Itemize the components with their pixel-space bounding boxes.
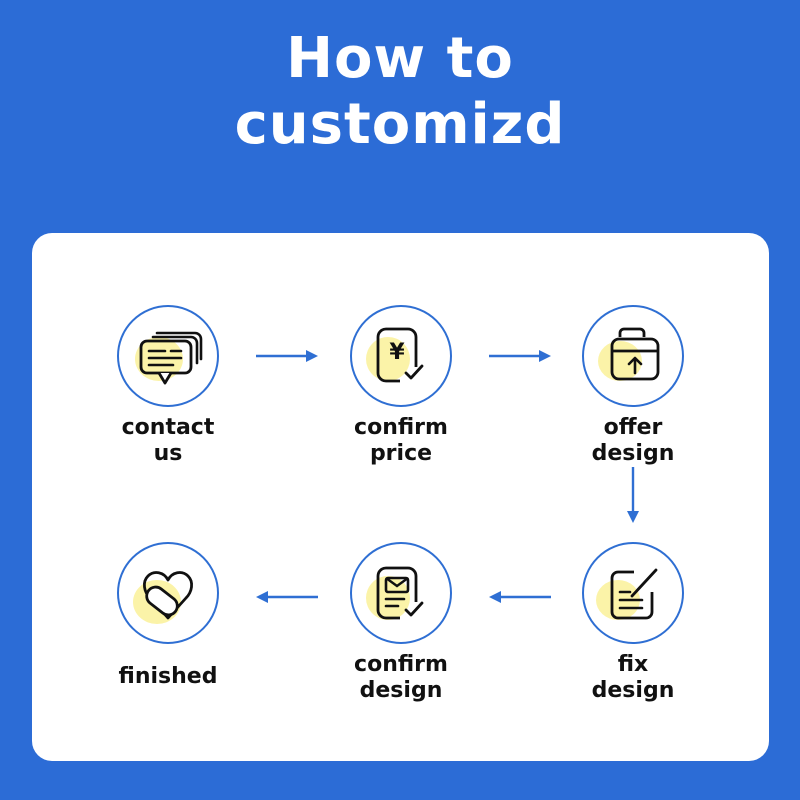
arrow-left-icon <box>489 591 551 603</box>
title-line-1: How to <box>286 26 514 91</box>
process-card: contact us ¥ confirm price <box>32 233 769 761</box>
title-line-2: customizd <box>234 92 566 157</box>
arrow-right-icon <box>489 350 551 362</box>
step-circle <box>117 305 219 407</box>
step-contact-us: contact us <box>78 305 258 467</box>
price-receipt-icon: ¥ <box>366 327 424 383</box>
step-label: finished <box>118 664 218 689</box>
checked-document-icon <box>366 566 424 620</box>
upload-folder-icon <box>598 327 660 381</box>
step-circle <box>582 542 684 644</box>
svg-text:¥: ¥ <box>389 340 405 365</box>
arrow-right-icon <box>256 350 318 362</box>
step-circle <box>117 542 219 644</box>
step-confirm-price: ¥ confirm price <box>311 305 491 467</box>
step-circle <box>582 305 684 407</box>
step-confirm-design: confirm design <box>311 542 491 704</box>
arrow-left-icon <box>256 591 318 603</box>
step-circle <box>350 542 452 644</box>
step-offer-design: offer design <box>543 305 723 467</box>
edit-document-icon <box>596 568 658 620</box>
step-finished: finished <box>78 542 258 690</box>
step-label: offer design <box>591 415 675 466</box>
page-title: How to customizd <box>0 26 800 158</box>
arrow-down-icon <box>627 467 639 523</box>
step-label: fix design <box>591 652 675 703</box>
step-label: confirm design <box>354 652 448 703</box>
step-fix-design: fix design <box>543 542 723 704</box>
step-circle: ¥ <box>350 305 452 407</box>
heart-handshake-icon <box>133 571 193 624</box>
step-label: confirm price <box>354 415 448 466</box>
chat-bubbles-icon <box>135 331 203 385</box>
step-label: contact us <box>121 415 215 466</box>
